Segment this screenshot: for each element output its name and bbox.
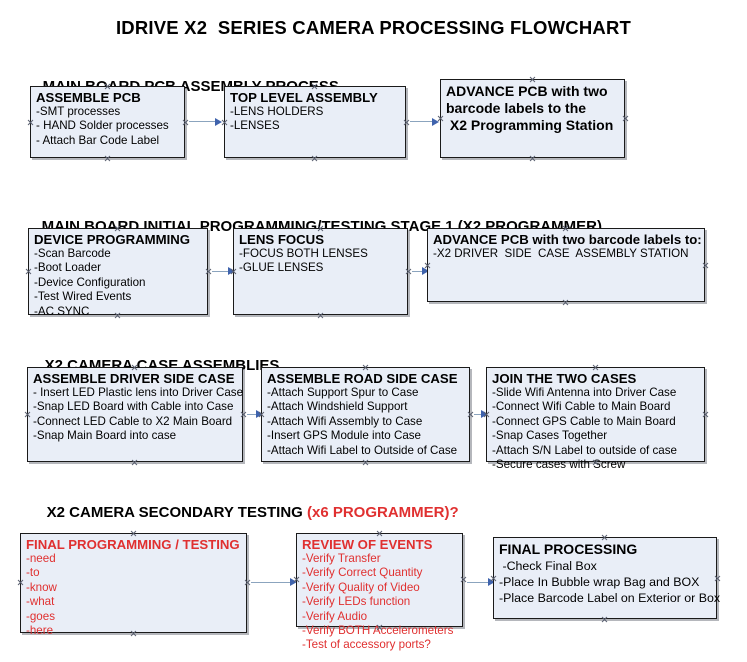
connector-shaft xyxy=(412,270,422,272)
box-line: -Device Configuration xyxy=(34,275,146,289)
box-line: -to xyxy=(26,566,40,580)
box-line: -Attach S/N Label to outside of case xyxy=(492,443,677,457)
box-lens-focus[interactable]: LENS FOCUS -FOCUS BOTH LENSES -GLUE LENS… xyxy=(233,228,408,315)
box-line: -know xyxy=(26,580,57,594)
box-line: -X2 DRIVER SIDE CASE ASSEMBLY STATION xyxy=(433,247,689,260)
box-final-processing[interactable]: FINAL PROCESSING -Check Final Box -Place… xyxy=(493,537,721,619)
connector-shaft xyxy=(474,413,481,415)
box-line: -AC SYNC xyxy=(34,304,90,318)
box-title: ASSEMBLE DRIVER SIDE CASE xyxy=(33,371,235,386)
box-line: - Insert LED Plastic lens into Driver Ca… xyxy=(33,386,244,399)
box-line: -Place Barcode Label on Exterior or Box xyxy=(499,591,721,605)
connector-arrow-final-programming-to-review-of-events xyxy=(251,578,297,587)
box-device-programming[interactable]: DEVICE PROGRAMMING -Scan Barcode -Boot L… xyxy=(28,228,208,318)
box-line: - HAND Solder processes xyxy=(36,119,169,133)
box-line: -goes xyxy=(26,609,56,623)
box-top-level-assembly[interactable]: TOP LEVEL ASSEMBLY -LENS HOLDERS -LENSES xyxy=(224,86,406,158)
box-line: -Secure cases with Screw xyxy=(492,458,626,472)
box-line: -Check Final Box xyxy=(499,559,597,573)
box-title: JOIN THE TWO CASES xyxy=(492,371,637,386)
box-line: -Connect LED Cable to X2 Main Board xyxy=(33,414,233,428)
box-line: -SMT processes xyxy=(36,105,121,118)
box-line: -Snap LED Board with Cable into Case xyxy=(33,400,234,414)
box-line: -here xyxy=(26,624,54,638)
arrowhead-icon xyxy=(432,117,439,126)
box-title: DEVICE PROGRAMMING xyxy=(34,232,191,247)
connector-arrow-top-level-to-advance-pcb xyxy=(410,117,439,126)
connector-shaft xyxy=(189,121,215,123)
section-heading-text: X2 CAMERA SECONDARY TESTING xyxy=(46,504,307,521)
box-assemble-driver-side-case[interactable]: ASSEMBLE DRIVER SIDE CASE - Insert LED P… xyxy=(27,367,243,462)
connector-shaft xyxy=(247,413,256,415)
box-title: LENS FOCUS xyxy=(239,232,324,247)
box-line: -Verify LEDs function xyxy=(302,595,411,609)
box-line: -Verify BOTH Accelerometers xyxy=(302,624,454,638)
arrowhead-icon xyxy=(215,117,222,126)
box-line: -Attach Wifi Assembly to Case xyxy=(267,414,423,428)
box-title: ASSEMBLE PCB xyxy=(36,90,141,105)
section-heading-x2-camera-secondary-testing: X2 CAMERA SECONDARY TESTING (x6 PROGRAMM… xyxy=(30,487,459,538)
section-heading-accent: (x6 PROGRAMMER)? xyxy=(306,504,459,521)
box-advance-pcb-to-driver-side-case[interactable]: ADVANCE PCB with two barcode labels to: … xyxy=(427,228,705,302)
connector-arrow-device-programming-to-lens-focus xyxy=(212,267,235,276)
box-line: -Connect GPS Cable to Main Board xyxy=(492,414,676,428)
box-title: FINAL PROGRAMMING / TESTING xyxy=(26,537,240,552)
box-line: -Test Wired Events xyxy=(34,290,132,304)
box-advance-pcb-to-programming-station[interactable]: ADVANCE PCB with two barcode labels to t… xyxy=(440,79,625,158)
box-line: -what xyxy=(26,595,55,609)
box-review-of-events[interactable]: REVIEW OF EVENTS -Verify Transfer -Verif… xyxy=(296,533,463,651)
box-line: -GLUE LENSES xyxy=(239,261,324,275)
connector-shaft xyxy=(410,121,432,123)
box-title: REVIEW OF EVENTS xyxy=(302,537,433,552)
box-title: ADVANCE PCB with two barcode labels to: xyxy=(433,232,702,247)
box-line: -Slide Wifi Antenna into Driver Case xyxy=(492,386,677,399)
box-line: -Insert GPS Module into Case xyxy=(267,429,422,443)
page-title: IDRIVE X2 SERIES CAMERA PROCESSING FLOWC… xyxy=(115,17,632,38)
box-line: -Verify Correct Quantity xyxy=(302,566,423,580)
box-line: -Verify Transfer xyxy=(302,552,381,565)
box-line: -Snap Cases Together xyxy=(492,429,608,443)
box-line: -Attach Windshield Support xyxy=(267,400,408,414)
box-line: -Connect Wifi Cable to Main Board xyxy=(492,400,671,414)
box-title: TOP LEVEL ASSEMBLY xyxy=(230,90,378,105)
box-title: FINAL PROCESSING xyxy=(499,541,638,557)
box-assemble-road-side-case[interactable]: ASSEMBLE ROAD SIDE CASE -Attach Support … xyxy=(261,367,470,462)
box-line-overflow: -Test of accessory ports? xyxy=(302,638,431,652)
box-line: -Snap Main Board into case xyxy=(33,429,177,443)
box-join-the-two-cases[interactable]: JOIN THE TWO CASES -Slide Wifi Antenna i… xyxy=(486,367,705,471)
connector-arrow-assemble-pcb-to-top-level xyxy=(189,117,222,126)
box-line: -Scan Barcode xyxy=(34,247,111,260)
box-line: -LENSES xyxy=(230,119,280,133)
connector-shaft xyxy=(467,581,488,583)
box-line: -LENS HOLDERS xyxy=(230,105,324,118)
box-line: - Attach Bar Code Label xyxy=(36,133,160,147)
box-title-cont: X2 Programming Station xyxy=(446,117,614,133)
box-line: -Boot Loader xyxy=(34,261,102,275)
box-line: -FOCUS BOTH LENSES xyxy=(239,247,368,260)
connector-shaft xyxy=(251,581,290,583)
connector-arrow-review-of-events-to-final-processing xyxy=(467,578,495,587)
box-line: -Verify Quality of Video xyxy=(302,580,420,594)
box-line: -Attach Wifi Label to Outside of Case xyxy=(267,443,458,457)
box-line: -Verify Audio xyxy=(302,609,368,623)
box-line: -need xyxy=(26,552,56,565)
box-assemble-pcb[interactable]: ASSEMBLE PCB -SMT processes - HAND Solde… xyxy=(30,86,185,158)
box-title: ASSEMBLE ROAD SIDE CASE xyxy=(267,371,458,386)
box-title: ADVANCE PCB with two xyxy=(446,83,608,99)
box-final-programming-testing[interactable]: FINAL PROGRAMMING / TESTING -need -to -k… xyxy=(20,533,247,637)
box-title-cont: barcode labels to the xyxy=(446,100,587,116)
box-line: -Attach Support Spur to Case xyxy=(267,386,419,399)
connector-shaft xyxy=(212,270,228,272)
box-line: -Place In Bubble wrap Bag and BOX xyxy=(499,575,700,589)
